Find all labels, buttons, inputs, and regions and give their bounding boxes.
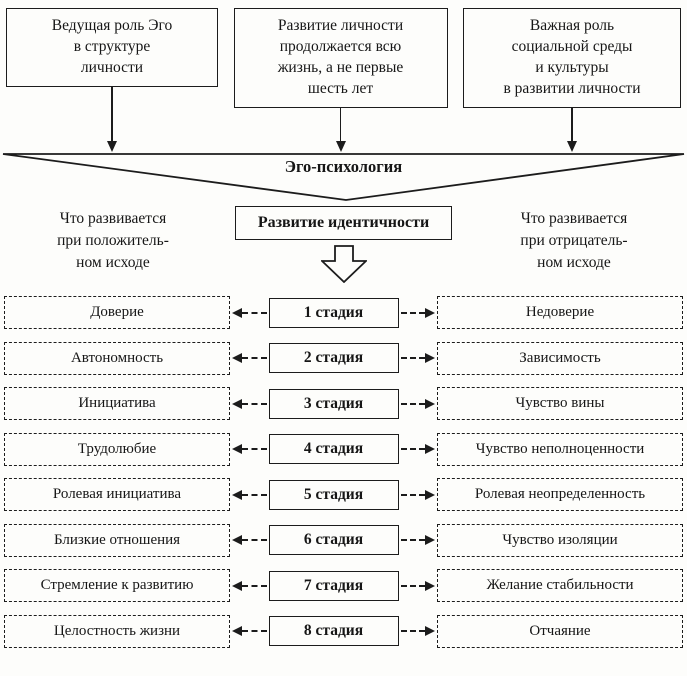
dashed-arrow-left-icon [230, 398, 269, 409]
dashed-arrow-left-icon [230, 444, 269, 455]
funnel-section: Эго-психология [0, 152, 687, 202]
positive-outcome-box: Стремление к развитию [4, 569, 230, 603]
arrow-head [107, 141, 117, 152]
mid-section: Что развивается при положитель- ном исхо… [0, 202, 687, 288]
arrow-down-icon [335, 107, 346, 152]
positive-outcome-box: Инициатива [4, 387, 230, 421]
stage-row-6: Близкие отношения 6 стадия Чувство изоля… [4, 518, 683, 564]
positive-outcome-box: Трудолюбие [4, 432, 230, 466]
dashed-arrow-left-icon [230, 353, 269, 364]
funnel-label: Эго-психология [284, 157, 403, 176]
stage-box: 6 стадия [268, 525, 399, 556]
stage-box: 2 стадия [268, 343, 399, 374]
dashed-arrow-left-icon [230, 307, 269, 318]
arrow-head [567, 141, 577, 152]
dashed-arrow-right-icon [399, 444, 438, 455]
premise-boxes-section: Ведущая роль Эго в структуре личности Ра… [0, 0, 687, 152]
positive-outcome-header: Что развивается при положитель- ном исхо… [57, 210, 169, 271]
negative-outcome-box: Недоверие [437, 296, 683, 330]
block-arrow-down-icon [320, 245, 367, 283]
premise-column-1: Ведущая роль Эго в структуре личности [6, 8, 218, 152]
positive-outcome-box: Близкие отношения [4, 523, 230, 557]
positive-outcome-box: Целостность жизни [4, 614, 230, 648]
dashed-arrow-left-icon [230, 535, 269, 546]
stage-row-3: Инициатива 3 стадия Чувство вины [4, 381, 683, 427]
arrow-line [571, 107, 573, 141]
dashed-arrow-left-icon [230, 580, 269, 591]
stage-box: 1 стадия [268, 297, 399, 328]
positive-outcome-box: Автономность [4, 341, 230, 375]
premise-box-3: Важная роль социальной среды и культуры … [463, 8, 681, 108]
stage-box: 8 стадия [268, 616, 399, 647]
stage-box: 7 стадия [268, 570, 399, 601]
premise-column-2: Развитие личности продолжается всю жизнь… [233, 8, 448, 152]
stage-row-4: Трудолюбие 4 стадия Чувство неполноценно… [4, 427, 683, 473]
stage-box: 4 стадия [268, 434, 399, 465]
identity-box: Развитие идентичности [234, 206, 453, 240]
premise-box-1: Ведущая роль Эго в структуре личности [6, 8, 218, 87]
negative-outcome-box: Желание стабильности [437, 569, 683, 603]
identity-column: Развитие идентичности [222, 206, 465, 288]
stage-rows: Доверие 1 стадия Недоверие Автономность … [0, 288, 687, 654]
dashed-arrow-left-icon [230, 626, 269, 637]
dashed-arrow-right-icon [399, 307, 438, 318]
arrow-head [335, 141, 346, 152]
negative-outcome-header: Что развивается при отрицатель- ном исхо… [520, 210, 628, 271]
dashed-arrow-right-icon [399, 535, 438, 546]
negative-outcome-box: Чувство вины [437, 387, 683, 421]
stage-box: 3 стадия [268, 388, 399, 419]
dashed-arrow-right-icon [399, 398, 438, 409]
stage-row-1: Доверие 1 стадия Недоверие [4, 290, 683, 336]
premise-box-2: Развитие личности продолжается всю жизнь… [233, 8, 448, 108]
negative-outcome-box: Чувство неполноценности [437, 432, 683, 466]
stage-box: 5 стадия [268, 479, 399, 510]
stage-row-2: Автономность 2 стадия Зависимость [4, 336, 683, 382]
negative-outcome-box: Чувство изоляции [437, 523, 683, 557]
arrow-line [111, 86, 113, 141]
dashed-arrow-right-icon [399, 489, 438, 500]
arrow-down-icon [107, 86, 117, 152]
dashed-arrow-right-icon [399, 626, 438, 637]
dashed-arrow-right-icon [399, 580, 438, 591]
negative-outcome-box: Зависимость [437, 341, 683, 375]
negative-outcome-box: Отчаяние [437, 614, 683, 648]
dashed-arrow-right-icon [399, 353, 438, 364]
negative-outcome-box: Ролевая неопределенность [437, 478, 683, 512]
funnel-shape [2, 153, 685, 201]
positive-outcome-box: Ролевая инициатива [4, 478, 230, 512]
stage-row-8: Целостность жизни 8 стадия Отчаяние [4, 609, 683, 655]
premise-column-3: Важная роль социальной среды и культуры … [463, 8, 681, 152]
dashed-arrow-left-icon [230, 489, 269, 500]
stage-row-5: Ролевая инициатива 5 стадия Ролевая неоп… [4, 472, 683, 518]
stage-row-7: Стремление к развитию 7 стадия Желание с… [4, 563, 683, 609]
arrow-down-icon [567, 107, 577, 152]
positive-outcome-box: Доверие [4, 296, 230, 330]
arrow-line [339, 107, 342, 141]
